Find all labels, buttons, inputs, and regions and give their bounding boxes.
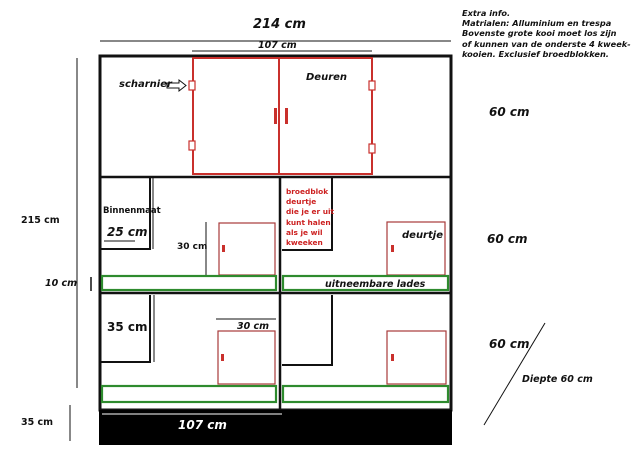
- door-width-label: 107 cm: [258, 40, 297, 51]
- small-door[interactable]: [386, 330, 447, 385]
- broedblok-line: kunt halen: [286, 217, 331, 227]
- hinge: [188, 140, 196, 151]
- inset-partition: [100, 295, 151, 363]
- note-line: kooien. Exclusief broedblokken.: [462, 48, 609, 59]
- broedblok-line: kweeken: [286, 238, 323, 248]
- door-knob[interactable]: [391, 245, 394, 252]
- inner-30-top-label: 30 cm: [177, 242, 208, 252]
- hinge: [368, 143, 376, 154]
- middle-height-label: 60 cm: [487, 232, 528, 246]
- inner-30-bottom-label: 30 cm: [237, 321, 270, 332]
- broedblok-line: deurtje: [286, 197, 317, 207]
- broedblok-partition: [282, 178, 333, 251]
- broedblok-note: broedblok deurtje die je er uit kunt hal…: [286, 187, 334, 248]
- door-handle[interactable]: [285, 108, 288, 124]
- binnenmaat-label: Binnenmaat: [103, 206, 161, 216]
- drawer-height-label: 10 cm: [45, 278, 78, 289]
- scharnier-label: scharnier: [119, 79, 172, 90]
- door-knob[interactable]: [391, 354, 394, 361]
- note-line: of kunnen van de onderste 4 kweek-: [462, 38, 631, 49]
- drawer[interactable]: [281, 274, 450, 292]
- extra-info-note: Extra info. Matrialen: Alluminium en tre…: [462, 8, 640, 59]
- door-knob[interactable]: [221, 354, 224, 361]
- depth-label: Diepte 60 cm: [522, 374, 593, 385]
- door-knob[interactable]: [222, 245, 225, 252]
- drawers-label: uitneembare lades: [325, 279, 426, 290]
- broedblok-line: broedblok: [286, 187, 329, 196]
- right-door[interactable]: [278, 57, 373, 175]
- inset-partition: [282, 295, 333, 366]
- inner-25-label: 25 cm: [107, 225, 148, 239]
- note-line: Matrialen: Alluminium en trespa: [462, 18, 612, 29]
- small-door[interactable]: [217, 330, 276, 385]
- depth-line: [483, 322, 546, 426]
- note-title: Extra info.: [462, 8, 511, 18]
- top-height-label: 60 cm: [489, 105, 530, 119]
- door-handle[interactable]: [274, 108, 277, 124]
- hinge: [368, 80, 376, 91]
- note-line: Bovenste grote kooi moet los zijn: [462, 28, 617, 39]
- base-width-label: 107 cm: [178, 418, 227, 432]
- base-plinth: [99, 410, 452, 445]
- drawer[interactable]: [281, 384, 450, 404]
- inner-35-label: 35 cm: [107, 320, 148, 334]
- left-door[interactable]: [192, 57, 280, 175]
- arrow-icon: [166, 78, 187, 93]
- drawer[interactable]: [100, 384, 278, 404]
- broedblok-line: als je wil: [286, 227, 323, 237]
- broedblok-line: die je er uit: [286, 207, 335, 217]
- hinge: [188, 80, 196, 91]
- deurtje-label: deurtje: [402, 230, 443, 241]
- small-door[interactable]: [218, 222, 276, 276]
- bottom-height-label: 60 cm: [489, 337, 530, 351]
- inset-partition: [100, 178, 151, 250]
- total-height-label: 215 cm: [21, 215, 60, 226]
- doors-label: Deuren: [306, 72, 348, 83]
- plinth-height-label: 35 cm: [21, 417, 54, 428]
- drawer[interactable]: [100, 274, 278, 292]
- total-width-label: 214 cm: [253, 17, 306, 32]
